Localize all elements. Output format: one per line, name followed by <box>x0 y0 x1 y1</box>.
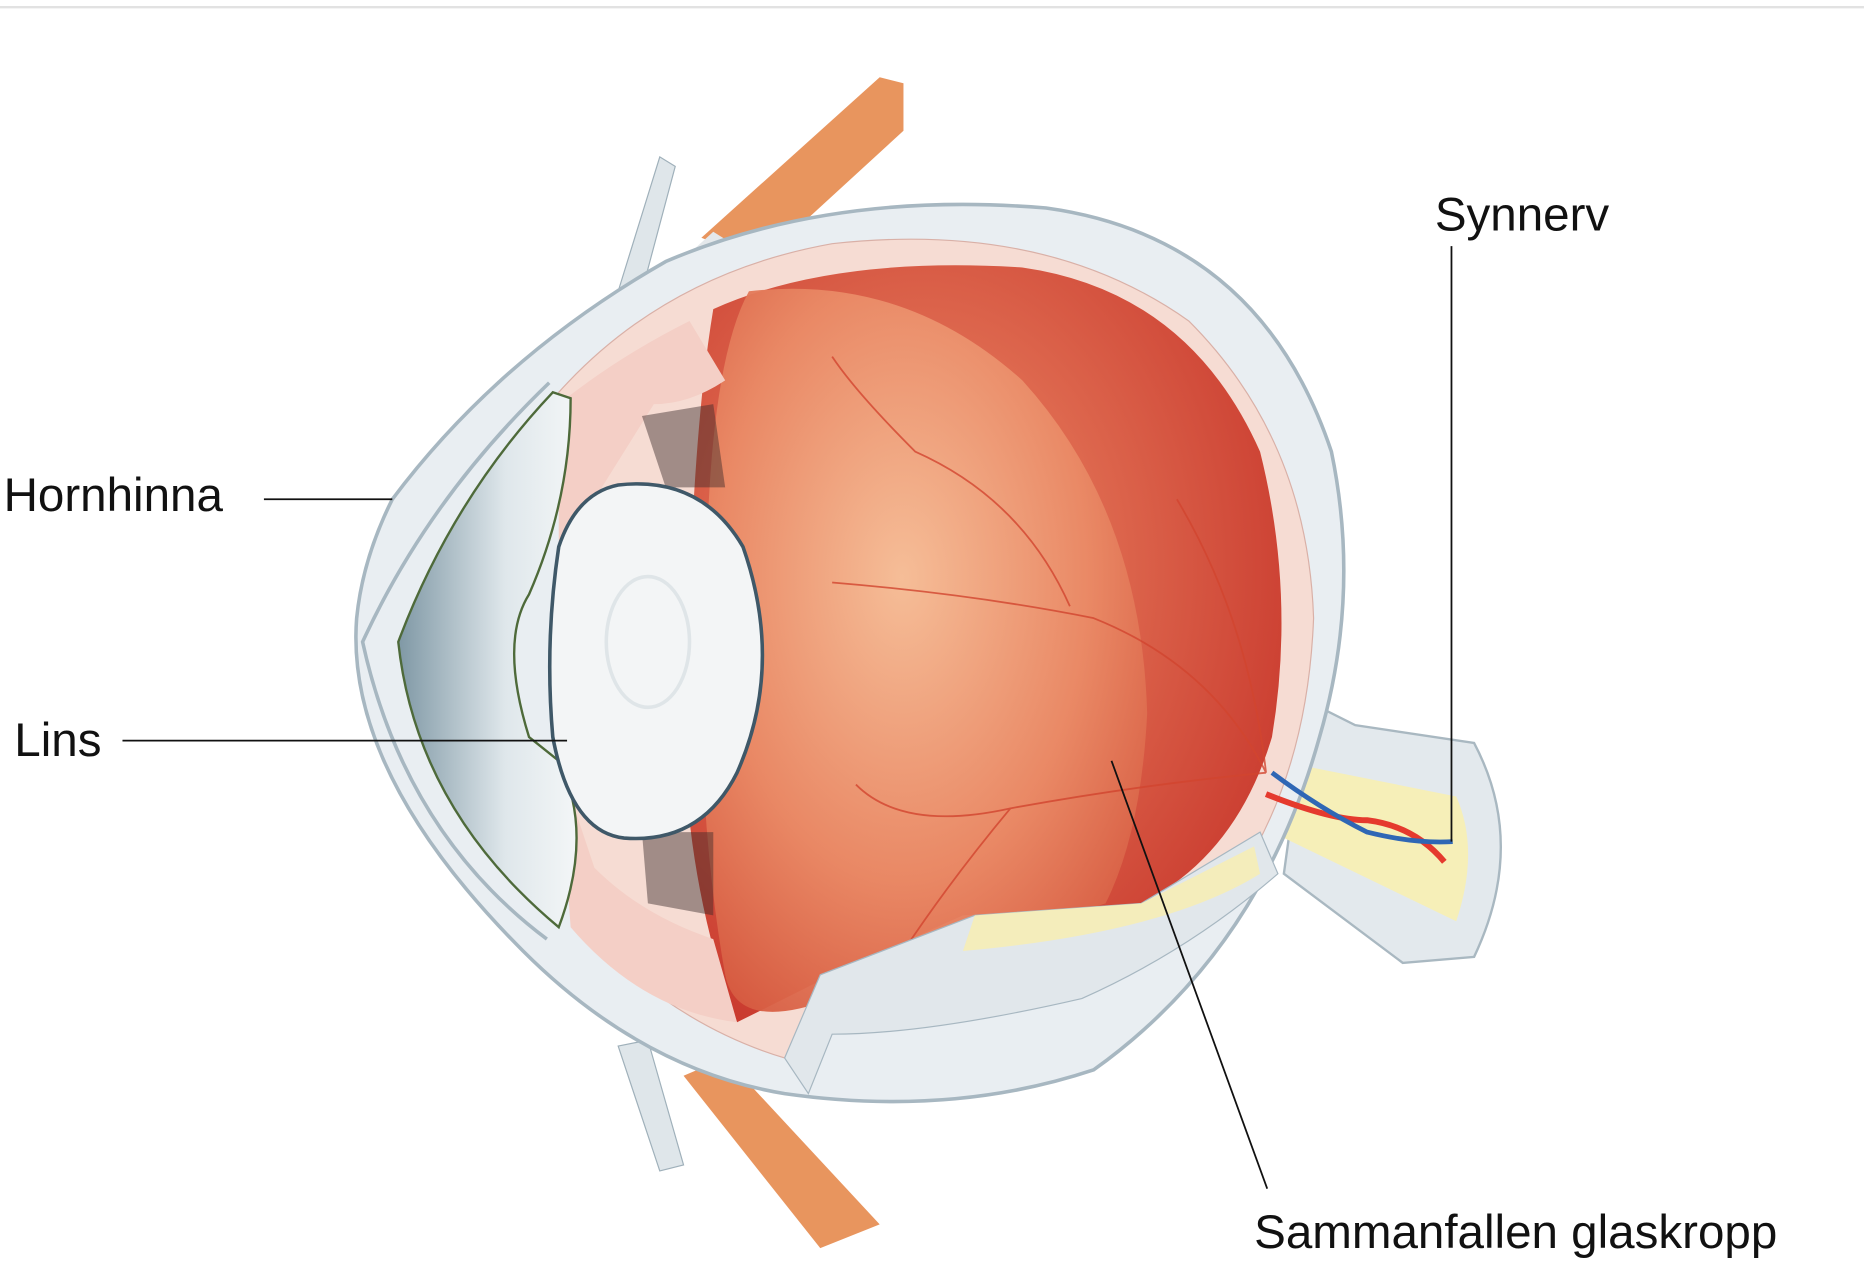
collapsed-vitreous <box>701 288 1148 1012</box>
label-cornea: Hornhinna <box>4 469 224 522</box>
label-lens: Lins <box>14 714 101 767</box>
lens <box>547 482 765 841</box>
label-collapsed-vitreous: Sammanfallen glaskropp <box>1254 1206 1777 1259</box>
zonules-upper <box>641 404 726 488</box>
leader-line-vitreous <box>1110 760 1269 1190</box>
cornea-outer-edge <box>360 381 551 941</box>
lens-nucleus <box>604 574 692 710</box>
ciliary-body-upper <box>558 320 726 595</box>
blood-vessels <box>831 356 1267 952</box>
zonules-lower <box>641 832 714 916</box>
ciliary-body-lower <box>558 760 738 1023</box>
label-optic-nerve: Synnerv <box>1435 189 1610 242</box>
cornea <box>397 390 578 930</box>
cutaway-nerve-layer <box>962 846 1261 951</box>
central-vein <box>1270 770 1453 845</box>
optic-nerve <box>1271 760 1469 922</box>
